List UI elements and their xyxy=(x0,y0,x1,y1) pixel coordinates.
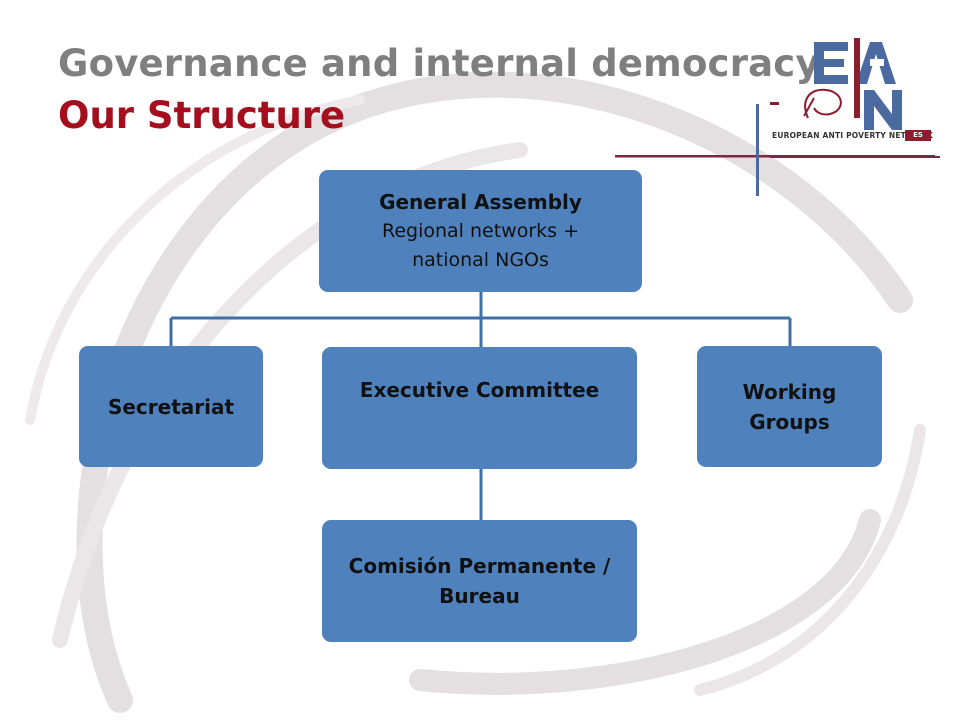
logo-badge: ES xyxy=(905,130,931,141)
working-groups-box: Working Groups xyxy=(697,346,882,467)
logo-rule-lines xyxy=(615,104,935,196)
secretariat-box: Secretariat xyxy=(79,346,263,467)
secretariat-title: Secretariat xyxy=(107,394,235,419)
general-assembly-box: General Assembly Regional networks + nat… xyxy=(319,170,642,292)
executive-committee-box: Executive Committee xyxy=(322,347,637,469)
eapn-logo xyxy=(770,38,940,158)
logo-caption: EUROPEAN ANTI POVERTY NETWORK xyxy=(772,131,934,140)
general-assembly-subtitle: Regional networks + national NGOs xyxy=(381,220,580,271)
executive-committee-title: Executive Committee xyxy=(359,378,600,402)
page-subtitle: Our Structure xyxy=(58,94,346,137)
comision-permanente-box: Comisión Permanente / Bureau xyxy=(322,520,637,642)
working-groups-title: Working Groups xyxy=(742,379,837,434)
page-title: Governance and internal democracy xyxy=(58,42,820,85)
general-assembly-title: General Assembly xyxy=(379,190,582,214)
comision-permanente-title: Comisión Permanente / Bureau xyxy=(348,554,611,608)
